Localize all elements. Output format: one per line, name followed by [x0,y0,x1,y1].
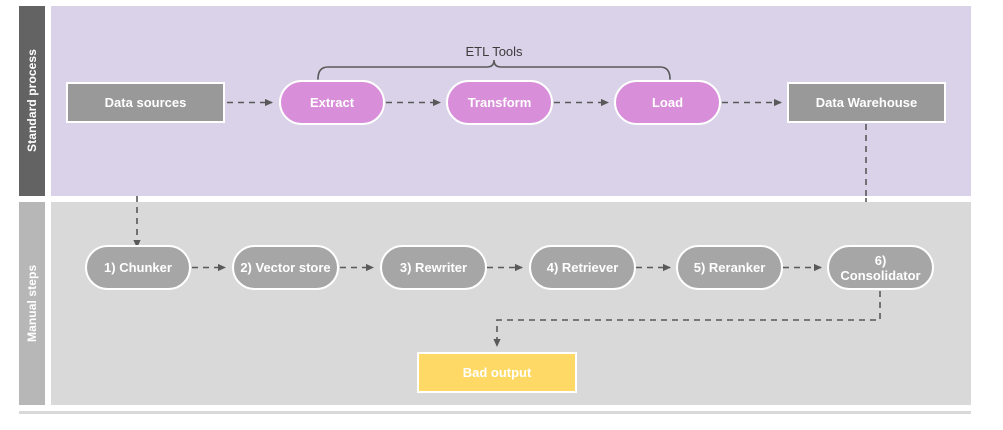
node-load[interactable]: Load [614,80,721,125]
node-label: 6) Consolidator [840,252,921,283]
node-data-warehouse[interactable]: Data Warehouse [787,82,946,123]
etl-tools-label: ETL Tools [465,44,523,59]
node-label: 5) Reranker [693,260,766,275]
node-extract[interactable]: Extract [279,80,385,125]
node-retriever[interactable]: 4) Retriever [529,245,636,290]
node-label: 2) Vector store [240,260,331,275]
node-chunker[interactable]: 1) Chunker [85,245,191,290]
node-reranker[interactable]: 5) Reranker [676,245,783,290]
node-transform[interactable]: Transform [446,80,553,125]
node-label: Load [651,95,684,110]
node-label: Transform [467,95,532,110]
node-label: 1) Chunker [104,260,172,275]
node-label: Data sources [104,95,187,110]
node-vector-store[interactable]: 2) Vector store [232,245,339,290]
node-rewriter[interactable]: 3) Rewriter [380,245,487,290]
node-label: Data Warehouse [815,95,918,110]
node-data-sources[interactable]: Data sources [66,82,225,123]
node-label: Bad output [462,365,532,380]
node-label: 3) Rewriter [399,260,468,275]
band-label-manual-steps: Manual steps [19,202,45,405]
band-label-standard-process: Standard process [19,6,45,196]
node-bad-output[interactable]: Bad output [417,352,577,393]
node-label: Extract [309,95,355,110]
bottom-divider [19,411,971,414]
node-label: 4) Retriever [546,260,619,275]
node-consolidator[interactable]: 6) Consolidator [827,245,934,290]
